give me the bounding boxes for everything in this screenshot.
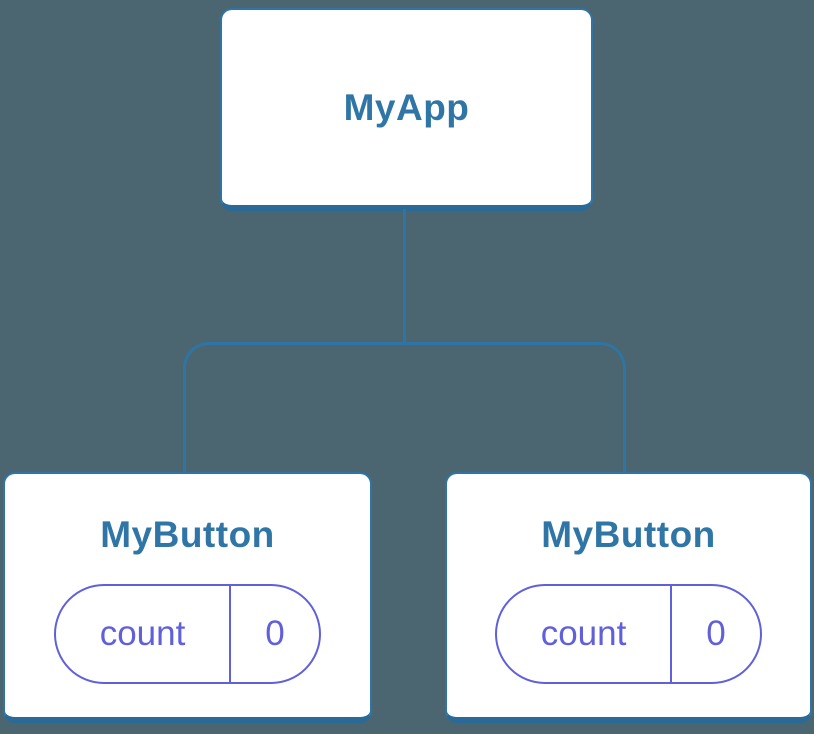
connector-branch	[183, 342, 626, 473]
node-myapp: MyApp	[220, 8, 593, 211]
connector-stem	[403, 209, 406, 345]
state-key-1: count	[56, 586, 231, 682]
state-pill-1: count 0	[54, 584, 321, 684]
state-key-2: count	[497, 586, 672, 682]
node-mybutton-2: MyButton count 0	[445, 472, 812, 723]
state-value-1: 0	[265, 614, 285, 653]
state-pill-2: count 0	[495, 584, 762, 684]
node-mybutton-2-label: MyButton	[541, 514, 716, 555]
state-value-2: 0	[706, 614, 726, 653]
node-myapp-label: MyApp	[343, 86, 470, 128]
node-mybutton-1-label: MyButton	[100, 514, 275, 555]
node-mybutton-1: MyButton count 0	[3, 472, 372, 723]
